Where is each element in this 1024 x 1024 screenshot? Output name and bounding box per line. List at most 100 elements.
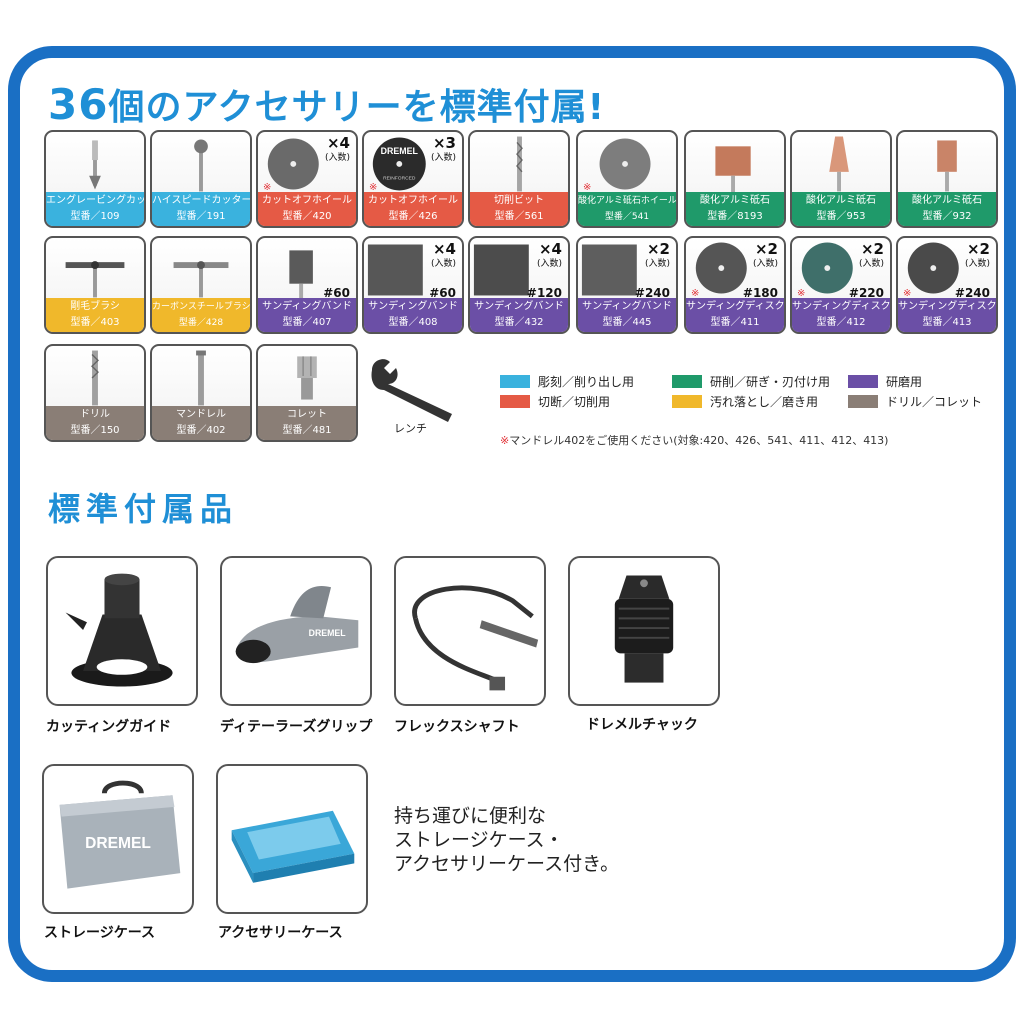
accessory-card-428[interactable]: カーボンスチールブラシ型番／428 [150, 236, 252, 334]
accessory-card-412[interactable]: ×2(入数) #220 ※ サンディングディスク型番／412 [790, 236, 892, 334]
mandrel-mark: ※ [797, 288, 806, 299]
accessory-card-481[interactable]: コレット型番／481 [256, 344, 358, 442]
quantity-note: (入数) [430, 153, 456, 163]
aluminum-oxide-wheel-icon [599, 138, 651, 190]
accessory-model: 型番／8193 [707, 211, 763, 222]
product-flex-shaft[interactable] [394, 556, 546, 706]
description-line: 持ち運びに便利な [394, 805, 547, 827]
product-detailers-grip[interactable]: DREMEL [220, 556, 372, 706]
product-storage-case[interactable]: DREMEL [42, 764, 194, 914]
flex-shaft-icon [412, 585, 539, 691]
accessory-card-426[interactable]: DREMEL REINFORCED ×3(入数) ※ カットオフホイール型番／4… [362, 130, 464, 228]
accessory-name: サンディングバンド [368, 301, 458, 312]
accessory-name: サンディングバンド [582, 301, 672, 312]
disc-logo-text: DREMEL [381, 146, 419, 156]
accessory-model: 型番／411 [710, 317, 760, 328]
legend-item-grinding: 研削／研ぎ・刃付け用 [672, 373, 830, 390]
wrench-label: レンチ [394, 422, 427, 435]
accessory-card-413[interactable]: ×2(入数) #240 ※ サンディングディスク型番／413 [896, 236, 998, 334]
accessory-name: 酸化アルミ砥石 [700, 195, 770, 206]
quantity: ×4 [432, 240, 456, 258]
accessory-card-411[interactable]: ×2(入数) #180 ※ サンディングディスク型番／411 [684, 236, 786, 334]
cutting-bit-icon [516, 136, 523, 192]
bristle-brush-icon [65, 261, 125, 298]
storage-case-icon: DREMEL [59, 780, 181, 889]
case-logo-text: DREMEL [85, 835, 151, 852]
accessory-case-icon [231, 810, 355, 883]
product-label: ディテーラーズグリップ [220, 719, 373, 735]
accessory-model: 型番／403 [70, 317, 120, 328]
accessory-model: 型番／432 [494, 317, 544, 328]
accessory-model: 型番／109 [70, 211, 120, 222]
legend-item-drill: ドリル／コレット [848, 393, 982, 410]
quantity-note: (入数) [964, 259, 990, 269]
case-description: 持ち運びに便利な ストレージケース・ アクセサリーケース付き。 [394, 804, 619, 876]
collet-icon [297, 356, 317, 400]
legend-label: 切断／切削用 [538, 395, 611, 409]
accessory-card-408[interactable]: ×4(入数) #60 サンディングバンド型番／408 [362, 236, 464, 334]
quantity-note: (入数) [752, 259, 778, 269]
legend-item-cleaning: 汚れ落とし／磨き用 [672, 393, 818, 410]
accessory-card-561[interactable]: 切削ビット型番／561 [468, 130, 570, 228]
accessory-name: サンディングバンド [474, 301, 564, 312]
legend-swatch [672, 375, 702, 388]
accessory-card-150[interactable]: ドリル型番／150 [44, 344, 146, 442]
mandrel-note: ※マンドレル402をご使用ください(対象:420、426、541、411、412… [500, 432, 888, 448]
accessory-model: 型番／408 [388, 317, 438, 328]
accessory-card-932[interactable]: 酸化アルミ砥石型番／932 [896, 130, 998, 228]
sanding-disc-icon [695, 242, 747, 294]
accessory-name: カットオフホイール [368, 195, 458, 206]
quantity-note: (入数) [858, 259, 884, 269]
accessory-card-541[interactable]: ※ 酸化アルミ砥石ホイール型番／541 [576, 130, 678, 228]
accessory-card-109[interactable]: エングレービングカッター型番／109 [44, 130, 146, 228]
legend-label: ドリル／コレット [886, 395, 983, 409]
product-dremel-chuck[interactable] [568, 556, 720, 706]
sanding-band-icon [367, 244, 423, 296]
accessory-card-191[interactable]: ハイスピードカッター型番／191 [150, 130, 252, 228]
description-line: ストレージケース・ [394, 829, 564, 851]
grit-value: #180 [742, 286, 778, 300]
accessory-name: 酸化アルミ砥石 [806, 195, 876, 206]
grit-value: #60 [429, 286, 456, 300]
accessory-card-420[interactable]: ×4(入数) ※ カットオフホイール型番／420 [256, 130, 358, 228]
wrench-icon [371, 359, 452, 422]
accessory-card-402[interactable]: マンドレル型番／402 [150, 344, 252, 442]
accessory-name: 剛毛ブラシ [70, 301, 120, 312]
accessory-model: 型番／445 [602, 317, 652, 328]
accessory-name: コレット [287, 409, 327, 420]
legend-label: 彫刻／削り出し用 [538, 375, 635, 389]
accessory-card-403[interactable]: 剛毛ブラシ型番／403 [44, 236, 146, 334]
note-mark: ※ [500, 434, 510, 447]
accessory-name: サンディングディスク [686, 301, 784, 312]
product-label: アクセサリーケース [218, 925, 343, 941]
quantity-note: (入数) [536, 259, 562, 269]
accessory-name: 酸化アルミ砥石 [912, 195, 982, 206]
legend-item-cutting: 切断／切削用 [500, 393, 610, 410]
accessory-card-407[interactable]: #60 サンディングバンド型番／407 [256, 236, 358, 334]
legend-swatch [848, 375, 878, 388]
accessory-model: 型番／150 [70, 425, 120, 436]
accessory-name: カーボンスチールブラシ [152, 302, 250, 312]
accessory-card-432[interactable]: ×4(入数) #120 サンディングバンド型番／432 [468, 236, 570, 334]
accessory-card-445[interactable]: ×2(入数) #240 サンディングバンド型番／445 [576, 236, 678, 334]
accessory-model: 型番／413 [922, 317, 972, 328]
cutting-guide-icon [65, 573, 173, 687]
accessory-name: 切削ビット [494, 195, 544, 206]
grinding-stone-cylinder-icon [937, 140, 957, 192]
legend-label: 研削／研ぎ・刃付け用 [710, 375, 831, 389]
product-cutting-guide[interactable] [46, 556, 198, 706]
high-speed-cutter-icon [194, 139, 208, 192]
accessory-model: 型番／412 [816, 317, 866, 328]
dremel-chuck-icon [614, 575, 674, 683]
product-accessory-case[interactable] [216, 764, 368, 914]
quantity: ×4 [538, 240, 562, 258]
quantity: ×4 [326, 134, 350, 152]
cut-off-wheel-icon [267, 138, 319, 190]
accessory-card-953[interactable]: 酸化アルミ砥石型番／953 [790, 130, 892, 228]
accessory-model: 型番／420 [282, 211, 332, 222]
mandrel-mark: ※ [263, 182, 272, 193]
accessory-card-8193[interactable]: 酸化アルミ砥石型番／8193 [684, 130, 786, 228]
mandrel-mark: ※ [903, 288, 912, 299]
accessory-model: 型番／428 [178, 318, 224, 328]
grit-value: #240 [634, 286, 670, 300]
